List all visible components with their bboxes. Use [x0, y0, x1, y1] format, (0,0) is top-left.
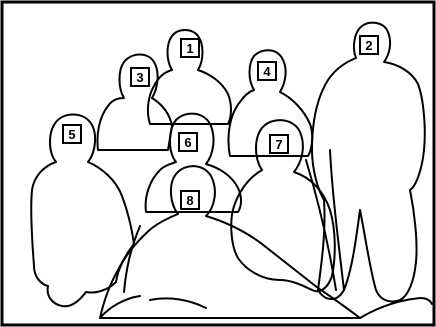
label-1: 1 [186, 41, 193, 56]
label-5: 5 [68, 127, 75, 142]
label-box-1: 1 [181, 39, 199, 57]
label-box-7: 7 [270, 135, 288, 153]
label-box-6: 6 [179, 133, 197, 151]
label-box-2: 2 [360, 36, 378, 54]
label-box-4: 4 [258, 62, 276, 80]
label-6: 6 [184, 135, 191, 150]
label-7: 7 [275, 137, 282, 152]
label-box-8: 8 [181, 191, 199, 209]
label-box-3: 3 [131, 68, 149, 86]
label-4: 4 [263, 64, 271, 79]
label-box-5: 5 [63, 125, 81, 143]
label-3: 3 [136, 70, 143, 85]
label-8: 8 [186, 193, 193, 208]
label-2: 2 [365, 38, 372, 53]
